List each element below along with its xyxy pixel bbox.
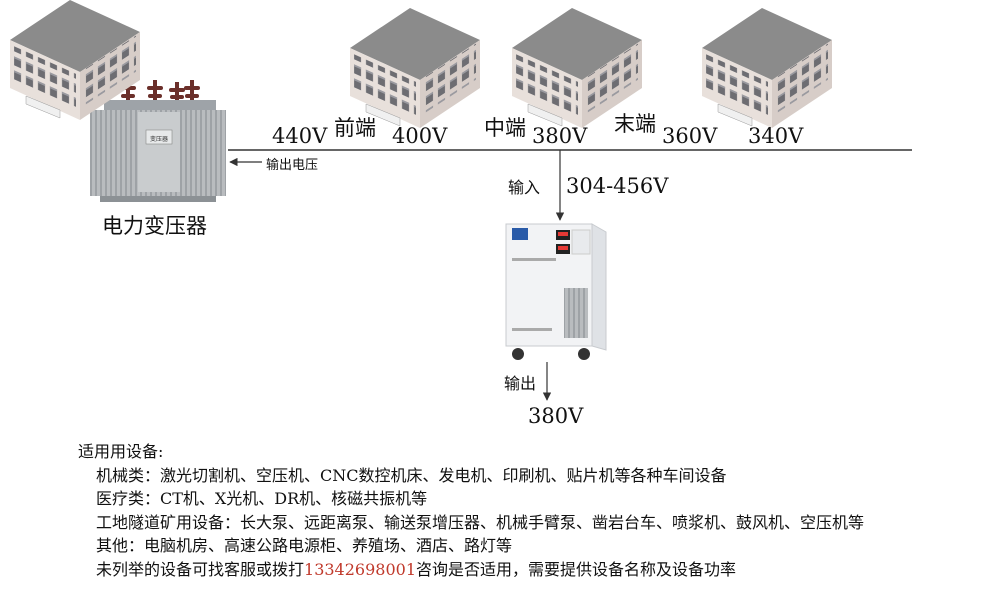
segment-end-label: 末端 [614,112,656,136]
contact-prefix: 未列举的设备可找客服或拨打 [96,559,305,579]
notes-heading: 适用用设备: [78,442,164,461]
segment-front-voltage: 400V [392,124,448,148]
segment-mid-label: 中端 [484,116,526,140]
segment-end-voltage: 360V [662,124,718,148]
segment-mid-voltage: 380V [532,124,588,148]
notes-contact: 未列举的设备可找客服或拨打13342698001咨询是否适用，需要提供设备名称及… [78,558,864,582]
building-icon [701,8,833,129]
applicable-equipment-notes: 适用用设备: 机械类：激光切割机、空压机、CNC数控机床、发电机、印刷机、贴片机… [78,440,864,581]
output-note: 输出电压 [266,158,319,173]
segment-front-label: 前端 [334,116,376,140]
input-label: 输入 [508,178,541,197]
notes-item: 其他：电脑机房、高速公路电源柜、养殖场、酒店、路灯等 [96,536,513,555]
input-range: 304-456V [566,174,669,198]
notes-item: 医疗类：CT机、X光机、DR机、核磁共振机等 [96,489,428,508]
transformer-icon [90,70,226,202]
voltage-440: 440V [272,124,328,148]
contact-phone: 13342698001 [304,559,416,579]
notes-item: 工地隧道矿用设备：长大泵、远距离泵、输送泵增压器、机械手臂泵、凿岩台车、喷浆机、… [96,512,865,532]
output-voltage: 380V [528,404,584,428]
output-label: 输出 [504,374,537,393]
transformer-plate: 变压器 [150,135,168,143]
voltage-stabilizer-icon [505,223,607,360]
end-voltage: 340V [748,124,804,148]
contact-suffix: 咨询是否适用，需要提供设备名称及设备功率 [416,559,737,579]
transformer-label: 电力变压器 [102,214,207,238]
notes-item: 机械类：激光切割机、空压机、CNC数控机床、发电机、印刷机、贴片机等各种车间设备 [96,465,727,485]
